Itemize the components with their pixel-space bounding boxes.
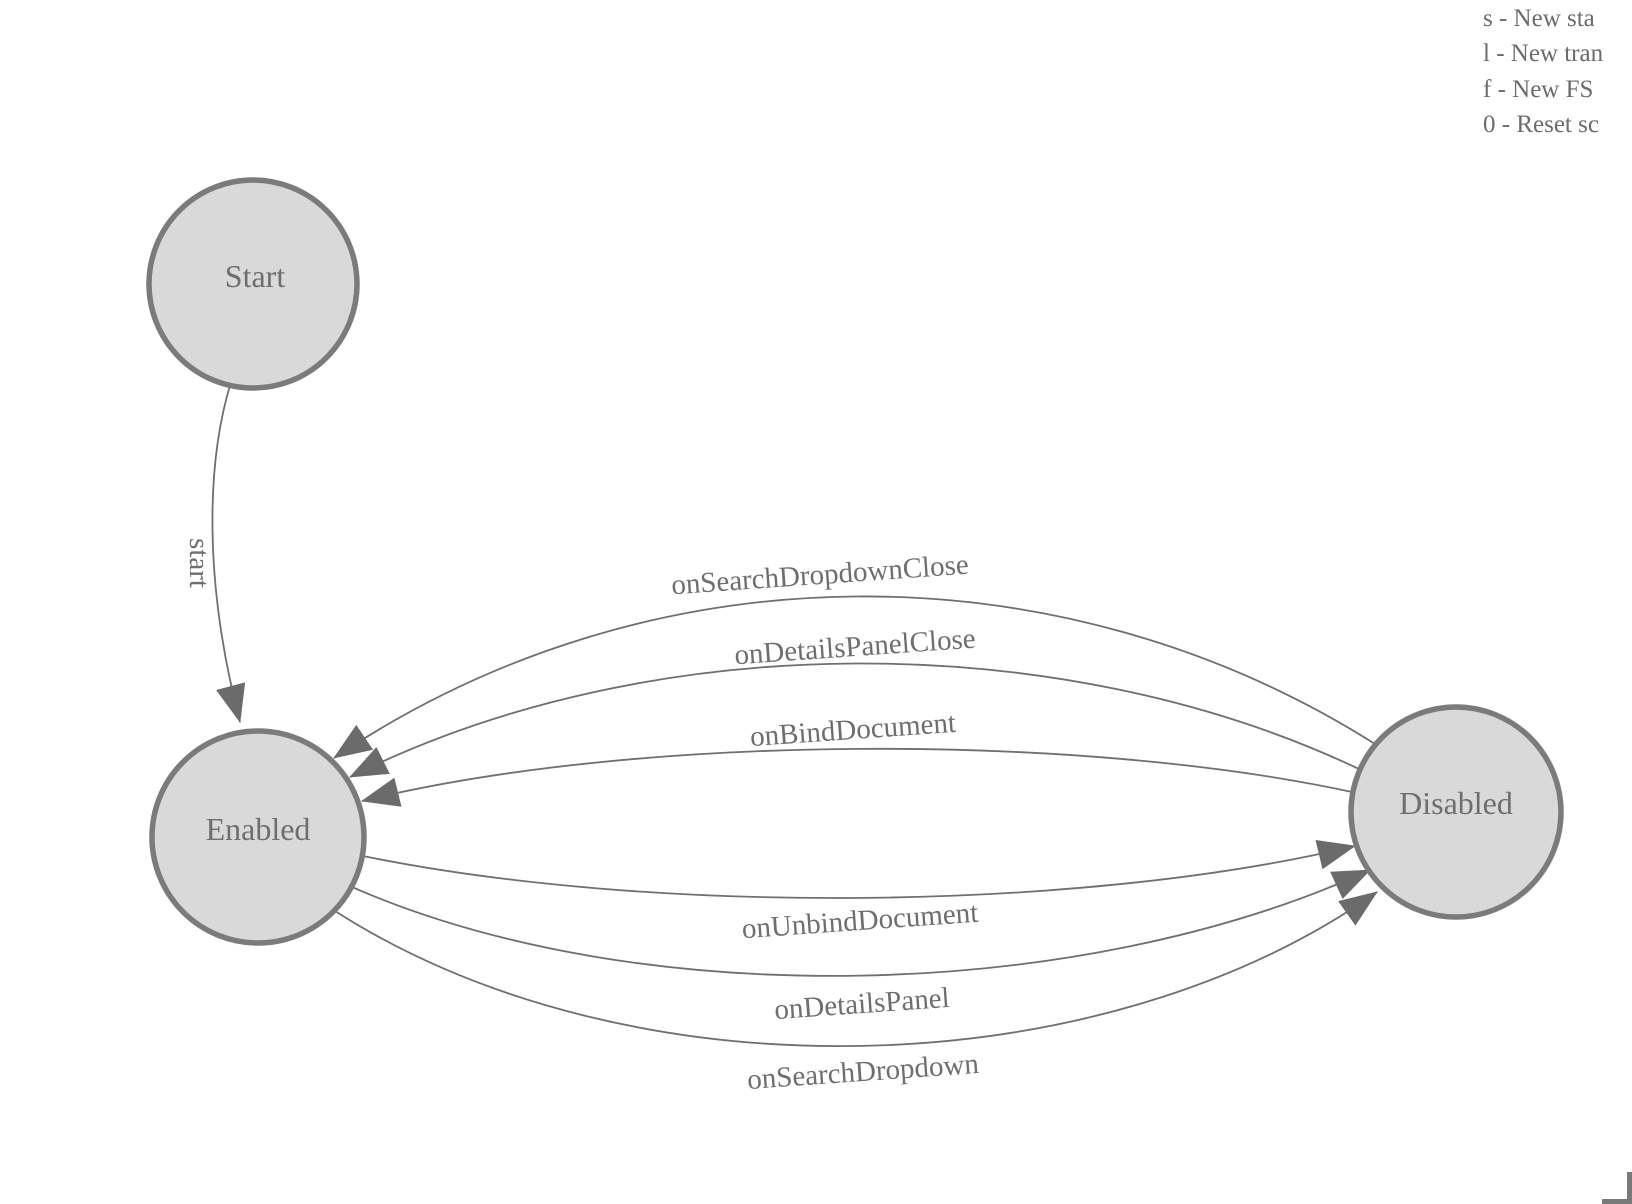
legend-line-new-transition: l - New tran [1483,40,1604,67]
legend-line-new-state: s - New sta [1483,5,1595,32]
edge-onSearchDropdown[interactable] [334,891,1378,1047]
state-circle-enabled[interactable] [149,728,367,946]
label-onUnbindDocument: onUnbindDocument [741,897,979,945]
canvas-frame-corner [1602,1172,1632,1204]
state-node-disabled[interactable]: Disabled [1348,704,1564,920]
edge-onUnbindDocument[interactable] [362,840,1356,899]
frame-corner-horizontal [1602,1199,1632,1204]
state-label-start: Start [225,258,286,294]
label-onBindDocument: onBindDocument [749,707,957,753]
label-onDetailsPanel: onDetailsPanel [773,982,950,1026]
legend-line-new-fsm: f - New FS [1483,76,1593,103]
frame-corner-vertical [1627,1172,1632,1204]
state-circle-disabled[interactable] [1348,704,1564,920]
edge-onDetailsPanel[interactable] [351,869,1371,977]
edge-start-to-enabled[interactable] [211,381,246,723]
legend-line-reset: 0 - Reset sc [1483,111,1599,138]
state-node-start[interactable]: Start [146,177,360,391]
state-circle-start[interactable] [146,177,360,391]
edge-onBindDocument[interactable] [361,747,1353,807]
label-start: start [183,538,215,588]
transition-edges [211,381,1378,1047]
state-label-enabled: Enabled [206,811,311,847]
edge-onDetailsPanelClose[interactable] [349,662,1360,778]
edge-onSearchDropdownClose[interactable] [333,595,1376,759]
state-node-enabled[interactable]: Enabled [149,728,367,946]
label-onSearchDropdownClose: onSearchDropdownClose [670,549,970,602]
label-onSearchDropdown: onSearchDropdown [746,1048,980,1096]
state-label-disabled: Disabled [1399,785,1513,821]
shortcut-legend: s - New sta l - New tran f - New FS 0 - … [1483,5,1604,138]
